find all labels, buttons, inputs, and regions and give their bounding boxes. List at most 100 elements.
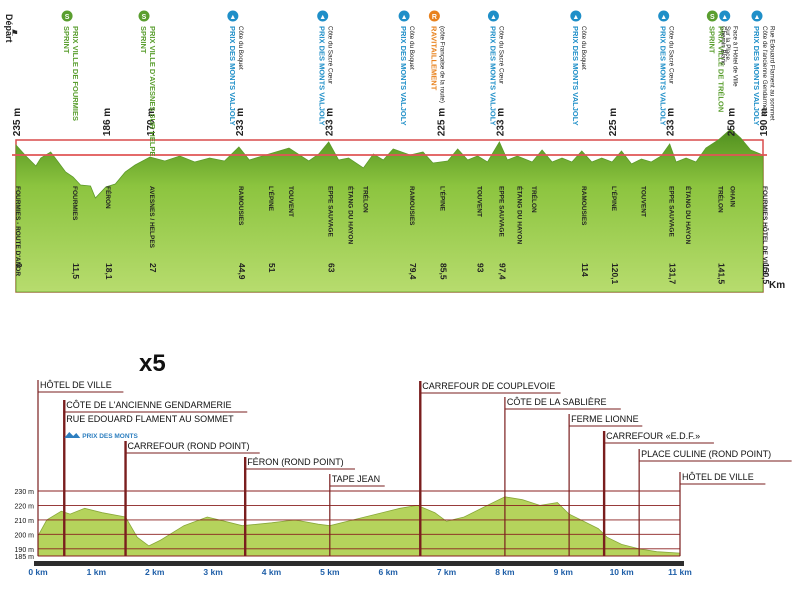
event-title: SPRINT (62, 26, 71, 54)
km-value: 114 (580, 263, 590, 277)
event-title: PRIX DES MONTS VALJOLY (659, 26, 668, 126)
y-tick-label: 190 m (15, 547, 35, 554)
x-axis-bar (34, 561, 684, 566)
lap-multiplier: x5 (139, 350, 166, 377)
kom-icon-glyph: ▲ (754, 14, 761, 21)
x-tick-label: 5 km (320, 567, 340, 577)
sprint-icon-glyph: S (142, 14, 147, 21)
x-tick-label: 0 km (28, 567, 48, 577)
event-title: PRIX DES MONTS VALJOLY (571, 26, 580, 126)
x-tick-label: 9 km (554, 567, 574, 577)
feed-icon-glyph: R (432, 14, 437, 21)
event-detail: Côte du Sacré Cœur (327, 26, 334, 84)
kom-icon-glyph: ▲ (572, 14, 579, 21)
event-detail: Côte du Boquet (580, 26, 587, 70)
event-detail: Côte du Boquet (237, 26, 244, 70)
waypoint-label: CÔTE DE L'ANCIENNE GENDARMERIE (66, 400, 231, 410)
y-tick-label: 230 m (15, 489, 35, 496)
km-value: 120,1 (610, 263, 620, 285)
kom-icon-glyph: ▲ (401, 14, 408, 21)
km-value: 93 (476, 263, 486, 273)
waypoint-label: CARREFOUR «E.D.F.» (606, 431, 700, 441)
sprint-icon-glyph: S (65, 14, 70, 21)
place-label: OHAIN (729, 186, 736, 207)
place-label: TOUVENT (639, 186, 646, 217)
kom-badge: PRIX DES MONTS (82, 433, 138, 440)
kom-icon-glyph: ▲ (490, 14, 497, 21)
place-label: ÉTANG DU HAYON (684, 186, 693, 244)
place-label: TOUVENT (287, 186, 294, 217)
event-detail: Rue Edouard Flament au sommet (769, 26, 776, 121)
event-detail: Sur la Place, (724, 26, 731, 62)
y-tick-label: 200 m (15, 532, 35, 539)
elevation-area (37, 496, 681, 557)
sprint-icon (61, 10, 73, 22)
waypoint-label: HÔTEL DE VILLE (682, 472, 754, 482)
altitude-label: 250 m (727, 108, 738, 136)
altitude-label: 233 m (495, 108, 506, 136)
sprint-icon (706, 10, 718, 22)
event-title: RAVITAILLEMENT (429, 26, 438, 91)
event-detail: Côte du Sacré Cœur (668, 26, 675, 84)
place-label: RAMOUSIES (580, 186, 587, 226)
altitude-label: 233 m (235, 108, 246, 136)
event-detail: Côte du Boquet (408, 26, 415, 70)
altitude-label: 190 m (759, 108, 770, 136)
place-label: ÉTANG DU HAYON (515, 186, 524, 244)
event-detail: PRIX VILLE DE FOURMIES (71, 26, 80, 121)
event-detail: Chemin Blanc (720, 26, 727, 65)
event-title: PRIX DES MONTS VALJOLY (318, 26, 327, 126)
altitude-label: 225 m (608, 108, 619, 136)
place-label: TRÉLON (530, 186, 539, 213)
mountain-icon (64, 432, 81, 438)
kom-icon (751, 10, 763, 22)
place-label: FOURMIES - ROUTE D'ANOR (14, 186, 21, 276)
km-value: 79,4 (408, 263, 418, 280)
altitude-label: 186 m (102, 108, 113, 136)
x-tick-label: 2 km (145, 567, 165, 577)
kom-icon (317, 10, 329, 22)
altitude-label: 225 m (436, 108, 447, 136)
kom-icon (487, 10, 499, 22)
altitude-label: 233 m (666, 108, 677, 136)
y-tick-label: 210 m (15, 518, 35, 525)
kom-icon (398, 10, 410, 22)
event-title: SPRINT (139, 26, 148, 54)
km-value: 44,9 (237, 263, 247, 280)
sprint-icon-glyph: S (710, 14, 715, 21)
place-label: L'ÉPINE (267, 186, 276, 212)
start-label: Départ (4, 14, 14, 43)
place-label: FOURMIES (71, 186, 78, 221)
km-value: 51 (267, 263, 277, 273)
place-label: TOUVENT (476, 186, 483, 217)
start-flag-icon: ⚑ (10, 28, 18, 38)
event-title: PRIX DES MONTS VALJOLY (488, 26, 497, 126)
kom-icon-glyph: ▲ (721, 14, 728, 21)
km-value: 11,5 (71, 263, 81, 279)
waypoint-label: CÔTE DE LA SABLIÈRE (507, 397, 607, 407)
place-label: FÉRON (104, 186, 113, 209)
kom-icon-glyph: ▲ (660, 14, 667, 21)
waypoint-label-line2: RUE EDOUARD FLAMENT AU SOMMET (66, 414, 234, 424)
waypoint-label: FERME LIONNE (571, 414, 639, 424)
x-tick-label: 8 km (495, 567, 515, 577)
place-label: L'ÉPINE (438, 186, 447, 212)
km-value: 97,4 (497, 263, 507, 280)
x-tick-label: 4 km (262, 567, 282, 577)
x-tick-label: 3 km (203, 567, 223, 577)
y-tick-label: 185 m (15, 554, 35, 561)
event-detail: (côte Française de la route) (438, 26, 445, 103)
event-detail: Côte de l'ancienne Gendarmerie (761, 26, 768, 117)
km-value: 150,5 (761, 263, 771, 285)
event-detail: Face à l'Hôtel de Ville (731, 26, 738, 87)
place-label: RAMOUSIES (408, 186, 415, 226)
event-title: PRIX DES MONTS VALJOLY (228, 26, 237, 126)
place-label: EPPE SAUVAGE (497, 186, 504, 237)
waypoint-label: PLACE CULINE (ROND POINT) (641, 449, 771, 459)
place-label: TRÉLON (716, 186, 725, 213)
place-label: EPPE SAUVAGE (327, 186, 334, 237)
place-label: EPPE SAUVAGE (668, 186, 675, 237)
waypoint-label: CARREFOUR (ROND POINT) (128, 441, 250, 451)
